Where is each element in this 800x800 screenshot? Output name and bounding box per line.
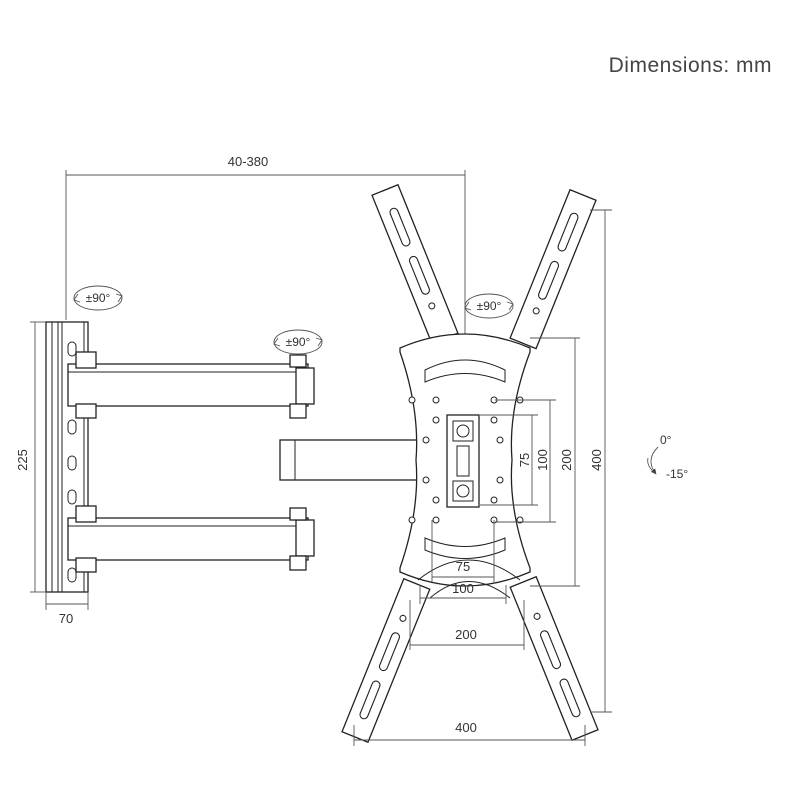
rotation-arrow-icon xyxy=(273,329,323,355)
dim-v-100-label: 100 xyxy=(535,449,550,471)
rotation-head-pivot: ±90° xyxy=(464,293,514,319)
rotation-wall-pivot: ±90° xyxy=(73,285,123,311)
rotation-wall-pivot-label: ±90° xyxy=(86,291,111,305)
dim-h-100-label: 100 xyxy=(452,581,474,596)
dim-h-75-label: 75 xyxy=(456,559,470,574)
dim-h-400: 400 xyxy=(353,720,586,746)
tilt-arrow-icon xyxy=(650,446,659,475)
tilt-upper-label: 0° xyxy=(660,433,672,447)
dim-v-75: 75 xyxy=(480,414,538,506)
dim-v-200-label: 200 xyxy=(559,449,574,471)
dim-v-75-label: 75 xyxy=(517,453,532,467)
dim-wall-width: 70 xyxy=(45,592,89,626)
dim-v-400: 400 xyxy=(589,209,612,713)
rotation-arm-pivot: ±90° xyxy=(273,329,323,355)
dim-h-75: 75 xyxy=(431,520,495,582)
middle-arm xyxy=(279,439,421,481)
rotation-arrow-icon xyxy=(73,285,123,311)
dim-h-100: 100 xyxy=(419,581,507,604)
dim-wall-height: 225 xyxy=(15,321,46,593)
dim-h-200-label: 200 xyxy=(455,627,477,642)
rotation-arm-pivot-label: ±90° xyxy=(286,335,311,349)
dim-wall-width-label: 70 xyxy=(59,611,73,626)
tilt-indicator: 0° -15° xyxy=(647,433,688,481)
rotation-head-pivot-label: ±90° xyxy=(477,299,502,313)
dim-extension-label: 40-380 xyxy=(228,154,268,169)
dim-extension: 40-380 xyxy=(65,154,466,340)
dim-h-200: 200 xyxy=(409,600,525,650)
dim-wall-height-label: 225 xyxy=(15,449,30,471)
wall-plate-holes xyxy=(67,341,77,583)
units-label: Dimensions: mm xyxy=(608,54,772,77)
dim-h-400-label: 400 xyxy=(455,720,477,735)
lower-arm xyxy=(67,505,315,573)
rotation-arrow-icon xyxy=(464,293,514,319)
dim-v-400-label: 400 xyxy=(589,449,604,471)
dim-v-200: 200 xyxy=(530,337,580,587)
upper-arm xyxy=(67,351,315,419)
vesa-plate xyxy=(341,183,599,744)
dim-v-100: 100 xyxy=(495,399,556,523)
tilt-lower-label: -15° xyxy=(666,467,688,481)
